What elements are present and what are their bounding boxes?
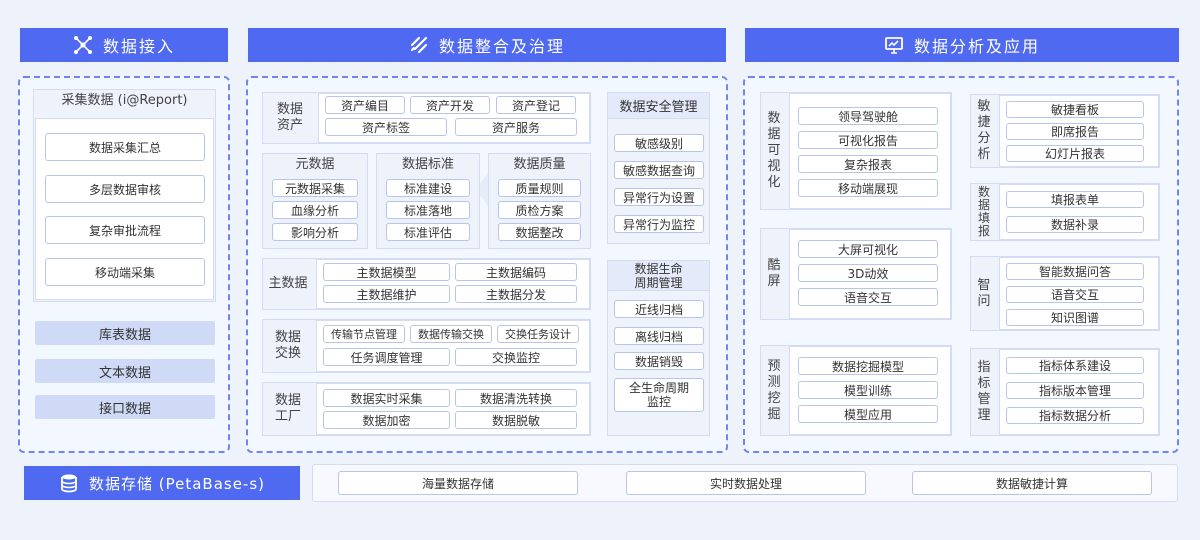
storage-item: 数据敏捷计算	[912, 471, 1152, 495]
storage-header: 数据存储 (PetaBase-s)	[24, 466, 300, 500]
smart-qa-item: 智能数据问答	[1006, 263, 1144, 280]
mining-item: 模型应用	[798, 405, 938, 423]
lifecycle-item: 离线归档	[614, 327, 704, 345]
visualization-item: 领导驾驶舱	[798, 107, 938, 125]
quality-item: 质量规则	[498, 179, 581, 197]
standard-item: 标准评估	[386, 223, 470, 241]
metadata-item: 元数据采集	[272, 179, 358, 197]
standard-item: 标准建设	[386, 179, 470, 197]
agile-item: 幻灯片报表	[1006, 145, 1144, 162]
asset-item: 资产开发	[410, 96, 490, 114]
exchange-item: 传输节点管理	[323, 325, 405, 343]
smart-qa-label: 智 问	[977, 277, 991, 309]
index-item: 指标版本管理	[1006, 382, 1144, 399]
monitor-icon	[885, 37, 903, 54]
cool-screen-label: 酷 屏	[767, 258, 781, 289]
factory-label: 数据 工厂	[274, 393, 301, 424]
master-item: 主数据编码	[455, 263, 577, 281]
assets-label: 数据 资产	[276, 102, 303, 133]
security-item: 异常行为监控	[614, 215, 704, 233]
database-icon	[61, 474, 77, 493]
asset-item: 资产服务	[455, 118, 577, 136]
fill-item: 数据补录	[1006, 216, 1144, 233]
visualization-item: 移动端展现	[798, 179, 938, 197]
metadata-item: 影响分析	[272, 223, 358, 241]
security-item: 异常行为设置	[614, 188, 704, 206]
factory-item: 数据脱敏	[455, 411, 577, 429]
factory-item: 数据加密	[323, 411, 450, 429]
header-label: 数据整合及治理	[438, 37, 565, 56]
integration-icon	[410, 36, 428, 54]
factory-item: 数据清洗转换	[455, 389, 577, 407]
agile-item: 即席报告	[1006, 123, 1144, 140]
report-item: 移动端采集	[45, 258, 205, 286]
report-item: 复杂审批流程	[45, 216, 205, 244]
cool-screen-item: 语音交互	[798, 288, 938, 306]
exchange-item: 数据传输交换	[410, 325, 492, 343]
header-data-ingest: 数据接入	[20, 28, 228, 62]
smart-qa-item: 知识图谱	[1006, 309, 1144, 326]
cool-screen-item: 大屏可视化	[798, 240, 938, 258]
asset-item: 资产登记	[496, 96, 576, 114]
report-title: 采集数据 (i@Report)	[61, 93, 188, 108]
fill-label: 数 据 填 报	[977, 185, 990, 238]
network-icon	[73, 36, 92, 54]
exchange-item: 交换监控	[455, 348, 577, 366]
master-item: 主数据模型	[323, 263, 450, 281]
security-item: 敏感级别	[614, 134, 704, 152]
visualization-item: 复杂报表	[798, 155, 938, 173]
source-table-data: 库表数据	[35, 321, 215, 345]
index-item: 指标数据分析	[1006, 407, 1144, 424]
metadata-item: 血缘分析	[272, 201, 358, 219]
lifecycle-item: 全生命周期 监控	[614, 378, 704, 412]
cool-screen-item: 3D动效	[798, 264, 938, 282]
quality-item: 质检方案	[498, 201, 581, 219]
agile-item: 敏捷看板	[1006, 101, 1144, 118]
security-item: 敏感数据查询	[614, 161, 704, 179]
storage-label: 数据存储 (PetaBase-s)	[88, 474, 266, 493]
report-item: 数据采集汇总	[45, 133, 205, 161]
security-title: 数据安全管理	[608, 93, 709, 119]
asset-item: 资产编目	[325, 96, 405, 114]
asset-item: 资产标签	[325, 118, 447, 136]
index-item: 指标体系建设	[1006, 357, 1144, 374]
smart-qa-item: 语音交互	[1006, 286, 1144, 303]
exchange-item: 任务调度管理	[323, 348, 450, 366]
header-data-governance: 数据整合及治理	[248, 28, 726, 62]
master-item: 主数据分发	[455, 285, 577, 303]
visualization-label: 数 据 可 视 化	[767, 111, 781, 190]
agile-label: 敏 捷 分 析	[977, 99, 991, 162]
factory-item: 数据实时采集	[323, 389, 450, 407]
header-label: 数据接入	[102, 37, 175, 56]
mining-item: 数据挖掘模型	[798, 357, 938, 375]
master-data-label: 主数据	[268, 276, 308, 291]
standard-title: 数据标准	[401, 157, 454, 172]
quality-item: 数据整改	[498, 223, 581, 241]
mining-item: 模型训练	[798, 381, 938, 399]
header-label: 数据分析及应用	[913, 37, 1040, 56]
exchange-label: 数据 交换	[274, 330, 301, 361]
exchange-item: 交换任务设计	[497, 325, 579, 343]
fill-item: 填报表单	[1006, 191, 1144, 208]
lifecycle-item: 数据销毁	[614, 352, 704, 370]
standard-item: 标准落地	[386, 201, 470, 219]
storage-item: 实时数据处理	[626, 471, 866, 495]
report-item: 多层数据审核	[45, 175, 205, 203]
lifecycle-title: 数据生命 周期管理	[608, 261, 709, 291]
storage-item: 海量数据存储	[338, 471, 578, 495]
index-label: 指 标 管 理	[977, 360, 991, 423]
header-data-analysis: 数据分析及应用	[745, 28, 1179, 62]
visualization-item: 可视化报告	[798, 131, 938, 149]
quality-title: 数据质量	[513, 157, 566, 172]
master-item: 主数据维护	[323, 285, 450, 303]
lifecycle-item: 近线归档	[614, 300, 704, 318]
metadata-title: 元数据	[295, 157, 335, 172]
mining-label: 预 测 挖 掘	[767, 358, 781, 422]
source-api-data: 接口数据	[35, 395, 215, 419]
source-text-data: 文本数据	[35, 359, 215, 383]
